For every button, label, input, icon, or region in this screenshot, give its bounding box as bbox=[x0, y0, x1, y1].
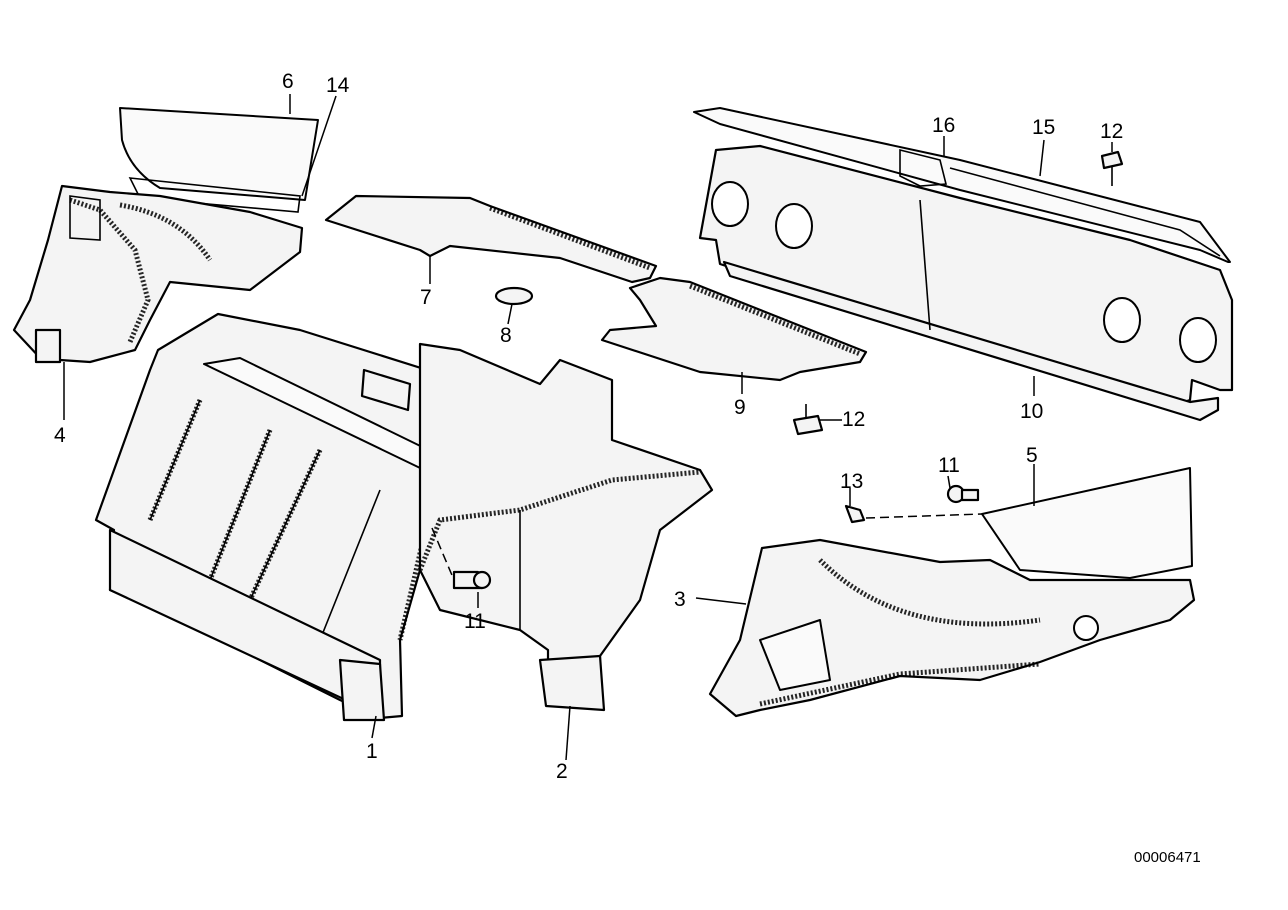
callout-11-left: 11 bbox=[464, 610, 486, 633]
callout-15: 15 bbox=[1032, 116, 1055, 139]
reference-number: 00006471 bbox=[1134, 849, 1201, 866]
part-10-rear-panel bbox=[693, 107, 1234, 422]
part-8-grommet bbox=[494, 286, 534, 306]
callout-6: 6 bbox=[282, 70, 294, 93]
callout-2: 2 bbox=[556, 760, 568, 783]
callout-labels: 1 2 3 4 5 6 7 8 9 10 11 11 12 12 13 14 1… bbox=[54, 70, 1123, 783]
callout-13: 13 bbox=[840, 470, 863, 493]
part-2-main-trim bbox=[417, 342, 714, 712]
part-6-panel bbox=[119, 107, 319, 213]
callout-12-middle: 12 bbox=[842, 408, 865, 431]
part-4-wheel-arch-trim bbox=[12, 184, 304, 364]
callout-7: 7 bbox=[420, 286, 432, 309]
callout-1: 1 bbox=[366, 740, 378, 763]
part-5-panel bbox=[981, 467, 1193, 579]
part-11-screw-right bbox=[946, 484, 980, 504]
callout-11-right: 11 bbox=[938, 454, 960, 477]
part-13-clip bbox=[844, 504, 866, 524]
callout-14: 14 bbox=[326, 74, 350, 97]
callout-4: 4 bbox=[54, 424, 66, 447]
callout-5: 5 bbox=[1026, 444, 1038, 467]
leader-lines bbox=[63, 94, 1113, 761]
callout-9: 9 bbox=[734, 396, 746, 419]
part-11-screw-left bbox=[452, 570, 492, 590]
callout-10: 10 bbox=[1020, 400, 1043, 423]
callout-8: 8 bbox=[500, 324, 512, 347]
callout-12-top: 12 bbox=[1100, 120, 1123, 143]
callout-3: 3 bbox=[674, 588, 686, 611]
part-12-clip-middle bbox=[792, 404, 824, 436]
part-7-floor-panel bbox=[324, 194, 658, 284]
part-9-floor-panel bbox=[600, 276, 868, 382]
callout-16: 16 bbox=[932, 114, 955, 137]
part-12-clip-top bbox=[1100, 150, 1124, 186]
part-3-wheel-arch-trim bbox=[708, 538, 1196, 718]
